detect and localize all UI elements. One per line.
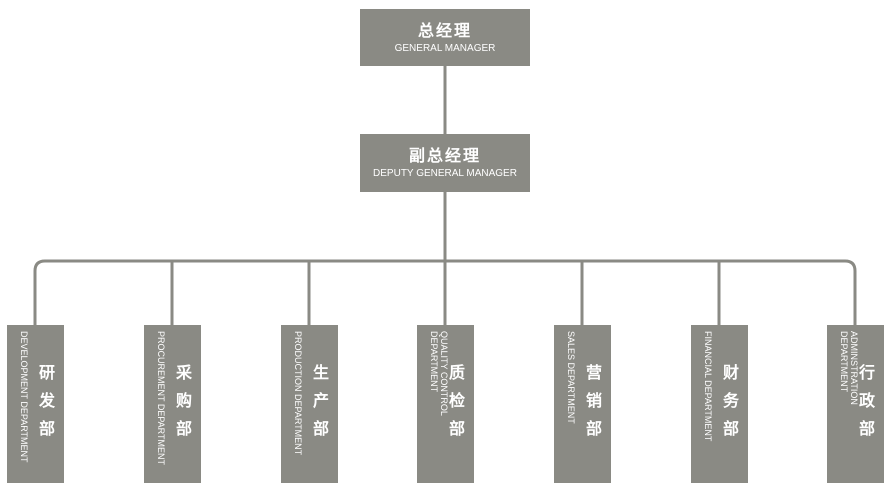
dept-production-en-label: PRODUCTION DEPARTMENT [293,331,303,456]
dept-procurement-cn-label: 采购部 [175,363,192,438]
dept-sales-en-label: SALES DEPARTMENT [566,331,576,424]
deputy-general-manager-en-label: DEPUTY GENERAL MANAGER [373,168,517,179]
general-manager-cn-label: 总经理 [417,20,472,40]
dept-development: DEVELOPMENT DEPARTMENT 研发部 [7,325,64,483]
dept-development-en-label: DEVELOPMENT DEPARTMENT [19,331,29,463]
dept-production: PRODUCTION DEPARTMENT 生产部 [281,325,338,483]
dept-procurement: PROCUREMENT DEPARTMENT 采购部 [144,325,201,483]
dept-administration-en-label: ADMINSTRATION DEPARTMENT [839,331,859,405]
deputy-general-manager-cn-label: 副总经理 [408,146,481,165]
dept-administration-cn-label: 行政部 [858,363,875,438]
dept-financial-cn-label: 财务部 [722,363,739,438]
dept-financial: FINANCIAL DEPARTMENT 财务部 [691,325,748,483]
dept-quality-control: QUALITY CONTROL DEPARTMENT 质检部 [417,325,474,483]
dept-sales-cn-label: 营销部 [585,363,602,438]
dept-quality-control-en-label: QUALITY CONTROL DEPARTMENT [429,331,449,416]
dept-sales: SALES DEPARTMENT 营销部 [554,325,611,483]
dept-quality-control-cn-label: 质检部 [448,363,465,438]
general-manager-en-label: GENERAL MANAGER [394,42,496,54]
dept-financial-en-label: FINANCIAL DEPARTMENT [703,331,713,442]
dept-procurement-en-label: PROCUREMENT DEPARTMENT [156,331,166,466]
general-manager-box: 总经理 GENERAL MANAGER [360,9,530,66]
dept-production-cn-label: 生产部 [312,363,329,438]
dept-administration: ADMINSTRATION DEPARTMENT 行政部 [827,325,884,483]
deputy-general-manager-box: 副总经理 DEPUTY GENERAL MANAGER [360,134,530,192]
dept-development-cn-label: 研发部 [38,363,55,438]
